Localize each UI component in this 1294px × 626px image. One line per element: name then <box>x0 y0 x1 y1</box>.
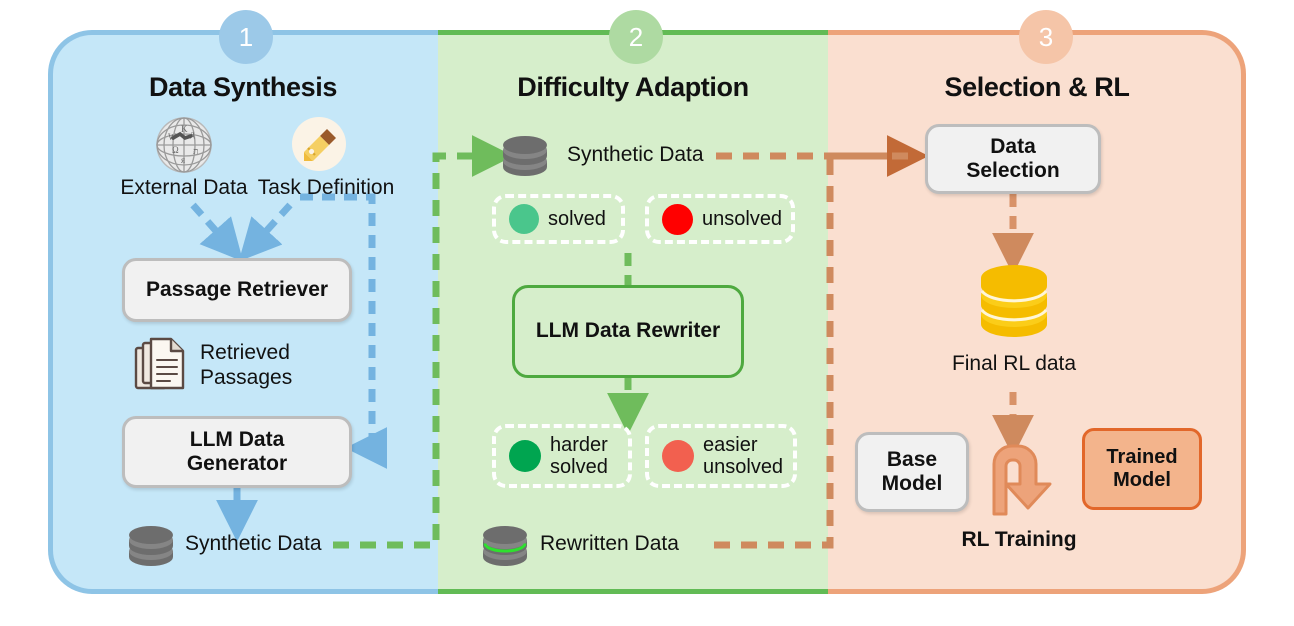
svg-text:д: д <box>190 129 195 139</box>
retrieved-passages-label: Retrieved Passages <box>200 341 292 391</box>
panel-badge-2: 2 <box>609 10 663 64</box>
harder-line1: harder <box>550 434 608 456</box>
database-icon-rewritten <box>480 524 530 568</box>
trained-model-line2: Model <box>1113 469 1171 491</box>
trained-model-line1: Trained <box>1106 446 1178 468</box>
svg-text:я: я <box>181 155 185 165</box>
task-definition-label: Task Definition <box>257 176 395 199</box>
retrieved-passages-line1: Retrieved <box>200 341 290 364</box>
documents-icon <box>132 336 194 398</box>
rl-training-loop-icon <box>988 440 1060 516</box>
status-dot-easier <box>662 440 694 472</box>
easier-unsolved-label: easier unsolved <box>703 434 783 478</box>
llm-data-rewriter-box[interactable]: LLM Data Rewriter <box>512 285 744 378</box>
data-selection-line2: Selection <box>966 159 1060 182</box>
unsolved-label: unsolved <box>702 208 783 230</box>
data-selection-box[interactable]: Data Selection <box>925 124 1101 194</box>
external-data-label: External Data <box>120 176 248 199</box>
svg-text:K: K <box>181 124 188 134</box>
fountain-pen-icon <box>291 116 347 172</box>
passage-retriever-box[interactable]: Passage Retriever <box>122 258 352 322</box>
retrieved-passages-line2: Passages <box>200 365 293 389</box>
synthetic-data-label-stage1: Synthetic Data <box>185 532 322 555</box>
chip-harder-solved: harder solved <box>492 424 632 488</box>
rl-training-label: RL Training <box>961 528 1077 551</box>
panel-badge-3: 3 <box>1019 10 1073 64</box>
base-model-line2: Model <box>881 472 943 495</box>
base-model-line1: Base <box>886 447 938 471</box>
harder-solved-label: harder solved <box>550 434 608 478</box>
final-rl-data-label: Final RL data <box>951 352 1077 375</box>
harder-line2: solved <box>550 456 608 478</box>
rewritten-data-label: Rewritten Data <box>540 532 679 555</box>
chip-solved: solved <box>492 194 625 244</box>
easier-line2: unsolved <box>703 456 784 478</box>
data-selection-line1: Data <box>990 134 1036 158</box>
database-icon-synthetic-stage2 <box>500 134 550 178</box>
llm-data-generator-line2: Generator <box>186 452 288 475</box>
llm-data-generator-line1: LLM Data <box>189 427 285 451</box>
passage-retriever-label: Passage Retriever <box>145 277 329 301</box>
database-icon-final-rl-data <box>975 262 1053 344</box>
llm-data-generator-box[interactable]: LLM Data Generator <box>122 416 352 488</box>
status-dot-harder <box>509 440 541 472</box>
trained-model-box[interactable]: Trained Model <box>1082 428 1202 510</box>
status-dot-solved <box>509 204 539 234</box>
panel-title-selection-rl: Selection & RL <box>944 72 1130 102</box>
llm-data-rewriter-label: LLM Data Rewriter <box>535 319 721 343</box>
panel-title-difficulty-adaption: Difficulty Adaption <box>517 72 749 102</box>
chip-easier-unsolved: easier unsolved <box>645 424 797 488</box>
chip-unsolved: unsolved <box>645 194 795 244</box>
database-icon-synthetic-stage1 <box>126 524 176 568</box>
panel-title-data-synthesis: Data Synthesis <box>149 72 337 102</box>
easier-line1: easier <box>703 434 758 456</box>
svg-text:ת: ת <box>193 146 199 156</box>
synthetic-data-label-stage2: Synthetic Data <box>567 143 704 166</box>
status-dot-unsolved <box>662 203 693 235</box>
panel-badge-1: 1 <box>219 10 273 64</box>
base-model-box[interactable]: Base Model <box>855 432 969 512</box>
svg-text:Ω: Ω <box>172 145 179 155</box>
solved-label: solved <box>548 208 606 230</box>
